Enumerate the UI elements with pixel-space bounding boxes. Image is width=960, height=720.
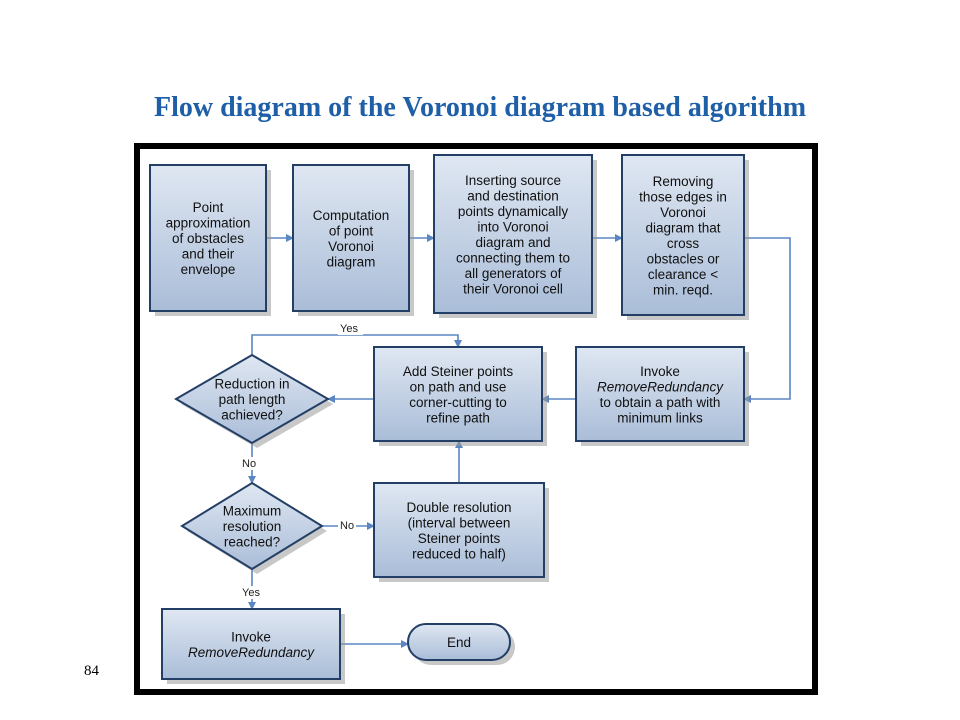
node-label-line: envelope <box>181 262 236 277</box>
node-label-line: approximation <box>166 216 251 231</box>
edge-label: No <box>242 458 256 470</box>
node-label-line: all generators of <box>465 266 562 281</box>
edge-label: No <box>340 520 354 532</box>
node-label-line: achieved? <box>221 408 283 423</box>
node-label-line: and their <box>182 247 235 262</box>
node-label-line: RemoveRedundancy <box>597 379 724 394</box>
node-label-line: (interval between <box>408 515 511 530</box>
node-label-line: connecting them to <box>456 250 570 265</box>
edge-remove-edges-to-invoke-remove-1 <box>743 237 791 403</box>
node-label-line: Computation <box>313 208 390 223</box>
node-label-line: diagram and <box>475 235 550 250</box>
node-label-line: Add Steiner points <box>403 364 514 379</box>
node-label-line: minimum links <box>617 410 703 425</box>
node-label-line: obstacles or <box>647 251 720 266</box>
page-number: 84 <box>84 663 99 679</box>
node-label-line: of obstacles <box>172 231 244 246</box>
node-box <box>433 154 593 314</box>
node-label-line: to obtain a path with <box>600 395 721 410</box>
edge-label-bg <box>338 519 356 532</box>
node-box <box>292 164 410 312</box>
node-diamond <box>174 353 330 445</box>
node-double-res: Double resolution(interval betweenSteine… <box>373 482 549 582</box>
node-diamond <box>180 481 324 571</box>
node-box <box>621 154 745 316</box>
node-label-line: into Voronoi <box>477 219 548 234</box>
edge-label-bg <box>338 322 363 335</box>
node-label-line: diagram <box>327 254 376 269</box>
node-label-line: Double resolution <box>406 500 511 515</box>
node-box <box>575 346 745 442</box>
node-label-line: Steiner points <box>418 531 501 546</box>
node-label-line: and destination <box>467 188 559 203</box>
edge-label-bg <box>240 586 265 599</box>
node-label-line: Invoke <box>231 629 271 644</box>
node-label-line: clearance < <box>648 267 718 282</box>
edge-label-bg <box>240 457 258 470</box>
node-label-line: Maximum <box>223 504 282 519</box>
node-label-line: diagram that <box>645 220 720 235</box>
node-label-line: Inserting source <box>465 173 561 188</box>
node-label-line: Point <box>193 200 224 215</box>
node-box <box>373 346 543 442</box>
node-label-line: Voronoi <box>660 205 706 220</box>
node-label-line: Reduction in <box>214 377 289 392</box>
node-label-line: their Voronoi cell <box>463 281 563 296</box>
node-label-line: Voronoi <box>328 239 374 254</box>
node-label-line: reached? <box>224 535 280 550</box>
node-label-line: corner-cutting to <box>409 395 507 410</box>
edge-label: Yes <box>242 587 260 599</box>
node-box <box>373 482 545 578</box>
node-label-line: min. reqd. <box>653 282 713 297</box>
slide-title: Flow diagram of the Voronoi diagram base… <box>153 92 807 123</box>
node-label-line: RemoveRedundancy <box>188 645 315 660</box>
node-label-line: path length <box>219 392 286 407</box>
node-label-line: Invoke <box>640 364 680 379</box>
node-end: End <box>407 623 515 665</box>
node-terminator <box>407 623 511 661</box>
node-label-line: on path and use <box>410 379 507 394</box>
node-label-line: refine path <box>426 410 490 425</box>
node-label-line: cross <box>667 236 700 251</box>
node-label-line: reduced to half) <box>412 546 506 561</box>
edge-label: Yes <box>340 323 358 335</box>
node-label-line: those edges in <box>639 189 727 204</box>
node-label-line: points dynamically <box>458 204 569 219</box>
node-label-line: resolution <box>223 519 282 534</box>
node-box <box>161 608 341 680</box>
node-label-line: End <box>447 635 471 650</box>
node-label-line: of point <box>329 223 374 238</box>
node-box <box>149 164 267 312</box>
node-label-line: Removing <box>653 174 714 189</box>
